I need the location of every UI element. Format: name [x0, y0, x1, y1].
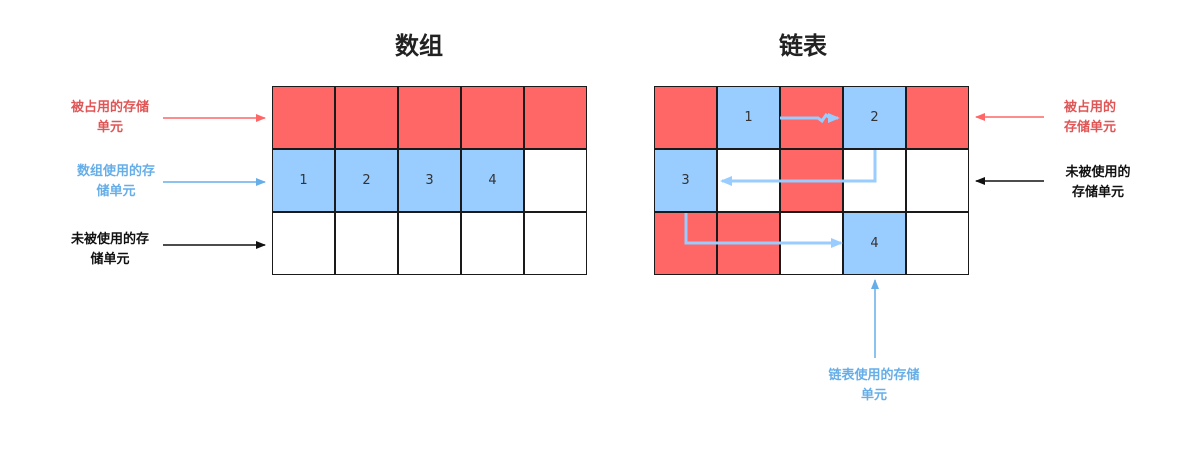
array-cell-value: 1 [299, 173, 308, 188]
list-used-label: 链表使用的存储 单元 [828, 368, 920, 403]
link-arrow-1-to-2 [780, 112, 840, 124]
array-used-label: 数组使用的存 储单元 [76, 164, 155, 199]
list-cell-value: 3 [681, 173, 690, 188]
list-cell-empty [906, 149, 969, 212]
array-cell-occupied [398, 86, 461, 149]
list-cell-empty [906, 212, 969, 275]
array-cell-empty [524, 212, 587, 275]
list-cell-occupied [906, 86, 969, 149]
list-occupied-label: 被占用的 存储单元 [1063, 100, 1116, 135]
array-cell-empty [461, 212, 524, 275]
array-cell-occupied [335, 86, 398, 149]
array-cell-used: 4 [461, 149, 524, 212]
array-cell-used: 3 [398, 149, 461, 212]
array-cell-empty [335, 212, 398, 275]
array-cell-occupied [524, 86, 587, 149]
array-occupied-label: 被占用的存储 单元 [70, 100, 149, 135]
linked-list-title: 链表 [779, 32, 827, 60]
array-cell-used: 1 [272, 149, 335, 212]
array-cell-occupied [461, 86, 524, 149]
list-cell-value: 1 [744, 110, 753, 125]
array-cell-value: 2 [362, 173, 371, 188]
list-cell-used: 1 [717, 86, 780, 149]
link-arrow-2-to-3 [720, 150, 877, 186]
array-cell-occupied [272, 86, 335, 149]
array-cell-value: 4 [488, 173, 497, 188]
array-cell-value: 3 [425, 173, 434, 188]
list-cell-value: 4 [870, 236, 879, 251]
array-cell-empty [524, 149, 587, 212]
list-empty-label: 未被使用的 存储单元 [1065, 165, 1131, 200]
array-cell-used: 2 [335, 149, 398, 212]
list-cell-used: 4 [843, 212, 906, 275]
array-cell-empty [272, 212, 335, 275]
link-arrow-3-to-4 [684, 213, 843, 248]
array-title: 数组 [395, 32, 443, 60]
array-cell-empty [398, 212, 461, 275]
list-cell-occupied [654, 86, 717, 149]
list-cell-used: 3 [654, 149, 717, 212]
array-empty-label: 未被使用的存 储单元 [70, 232, 149, 267]
list-cell-value: 2 [870, 110, 879, 125]
list-cell-used: 2 [843, 86, 906, 149]
